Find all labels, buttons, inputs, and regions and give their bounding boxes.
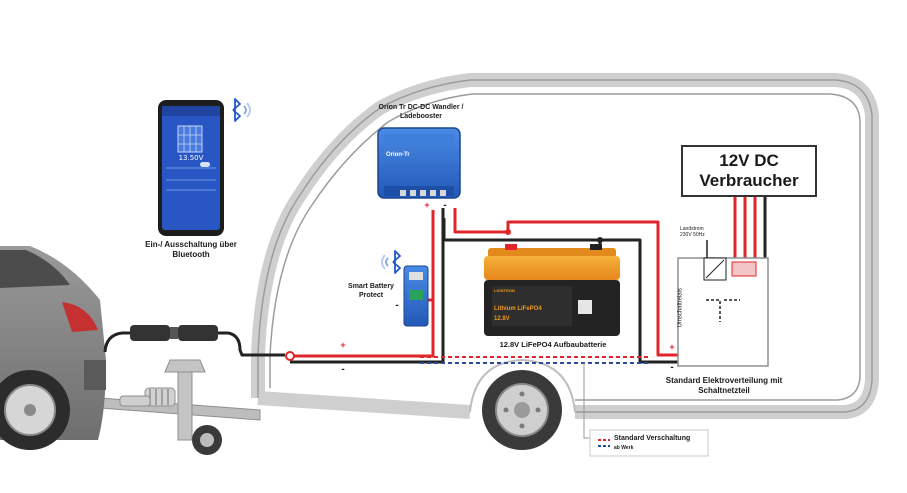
- phone-voltage: 13.50V: [168, 154, 214, 163]
- plus-sign: +: [338, 340, 348, 351]
- plus-sign: +: [667, 342, 677, 353]
- bluetooth-icon: [233, 99, 250, 121]
- minus-sign: -: [667, 362, 677, 375]
- distribution-label: Standard Elektroverteilung mit Schaltnet…: [656, 376, 792, 396]
- battery-name: Lithium LiFePO4: [494, 306, 554, 314]
- distribution-box: [678, 240, 768, 366]
- smart-battery-protect-label: Smart Battery Protect: [342, 283, 400, 301]
- umschaltrelais-label: Umschaltrelais: [677, 273, 685, 343]
- landstrom-label: Landstrom 230V 50Hz: [680, 226, 714, 239]
- battery-voltage: 12.8V: [494, 316, 534, 324]
- towing-car: [0, 246, 106, 450]
- drawbar: [100, 360, 260, 455]
- plus-sign: +: [422, 200, 432, 211]
- legend-subtitle: ab Werk: [614, 445, 704, 451]
- orion-dc-dc-converter: [378, 128, 460, 198]
- phone-caption: Ein-/ Ausschaltung über Bluetooth: [136, 240, 246, 260]
- battery-caption: 12.8V LiFePO4 Aufbaubatterie: [486, 340, 620, 349]
- caravan-wheel: [470, 360, 575, 450]
- minus-sign: -: [440, 200, 450, 213]
- battery-brand: LIONTRON: [494, 288, 544, 293]
- smartphone: [158, 100, 224, 236]
- smart-battery-protect-device: [404, 266, 428, 326]
- legend-title: Standard Verschaltung: [614, 435, 704, 444]
- orion-model: Orion-Tr: [386, 152, 426, 160]
- orion-label: Orion Tr DC-DC Wandler / Ladebooster: [378, 104, 464, 122]
- consumers-label: 12V DC Verbraucher: [690, 151, 808, 191]
- minus-sign: -: [338, 364, 348, 377]
- minus-sign: -: [392, 300, 402, 313]
